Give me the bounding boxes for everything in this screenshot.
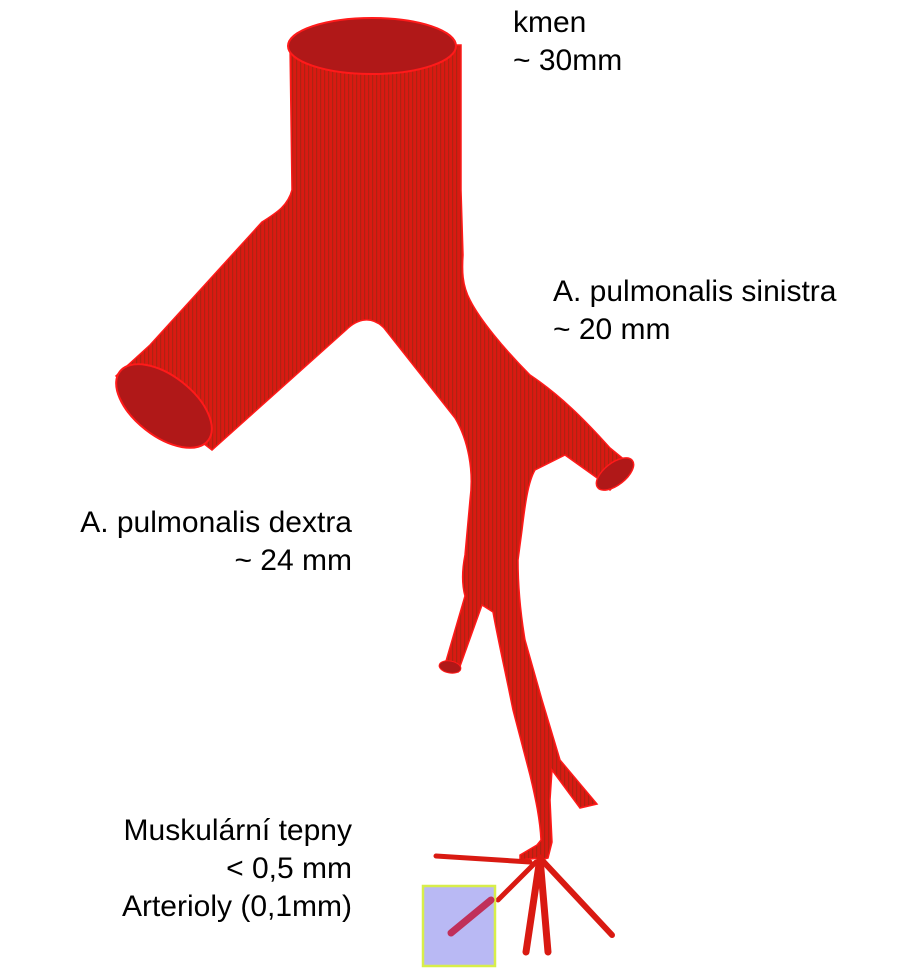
right-artery-size: ~ 24 mm <box>80 542 352 580</box>
left-artery-label: A. pulmonalis sinistra ~ 20 mm <box>553 273 836 349</box>
arterioles-name: Arterioly (0,1mm) <box>122 888 352 926</box>
pulmonary-trunk-and-main-branches <box>116 45 632 860</box>
trunk-size: ~ 30mm <box>513 42 622 80</box>
trunk-label: kmen ~ 30mm <box>513 4 622 80</box>
small-vessels-label: Muskulární tepny < 0,5 mm Arterioly (0,1… <box>122 812 352 926</box>
left-artery-name: A. pulmonalis sinistra <box>553 273 836 311</box>
trunk-opening <box>288 18 456 74</box>
right-artery-label: A. pulmonalis dextra ~ 24 mm <box>80 504 352 580</box>
muscular-arteries-size: < 0,5 mm <box>122 850 352 888</box>
left-artery-size: ~ 20 mm <box>553 311 836 349</box>
trunk-name: kmen <box>513 4 622 42</box>
muscular-arteries-name: Muskulární tepny <box>122 812 352 850</box>
right-artery-name: A. pulmonalis dextra <box>80 504 352 542</box>
